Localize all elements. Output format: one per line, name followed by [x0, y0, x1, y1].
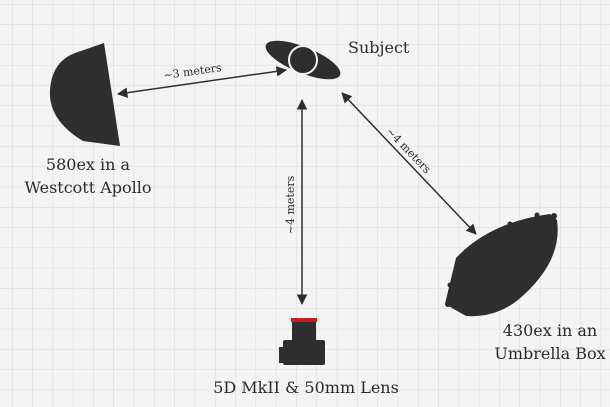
subject-label: Subject — [348, 38, 410, 57]
fill-light-label-line1: 430ex in an — [503, 321, 597, 340]
camera-distance-label: ~4 meters — [284, 175, 297, 234]
umbrella-box-icon — [445, 212, 558, 317]
key-distance-arrow — [116, 66, 288, 98]
camera-icon — [279, 318, 325, 365]
fill-light-label-line2: Umbrella Box — [494, 344, 605, 363]
key-light-label-line1: 580ex in a — [46, 155, 131, 174]
softbox-icon — [49, 43, 120, 146]
camera-label: 5D MkII & 50mm Lens — [213, 378, 399, 397]
subject-top-view-icon — [265, 40, 341, 80]
key-light-label-line2: Westcott Apollo — [24, 178, 151, 197]
fill-distance-arrow — [341, 92, 477, 235]
